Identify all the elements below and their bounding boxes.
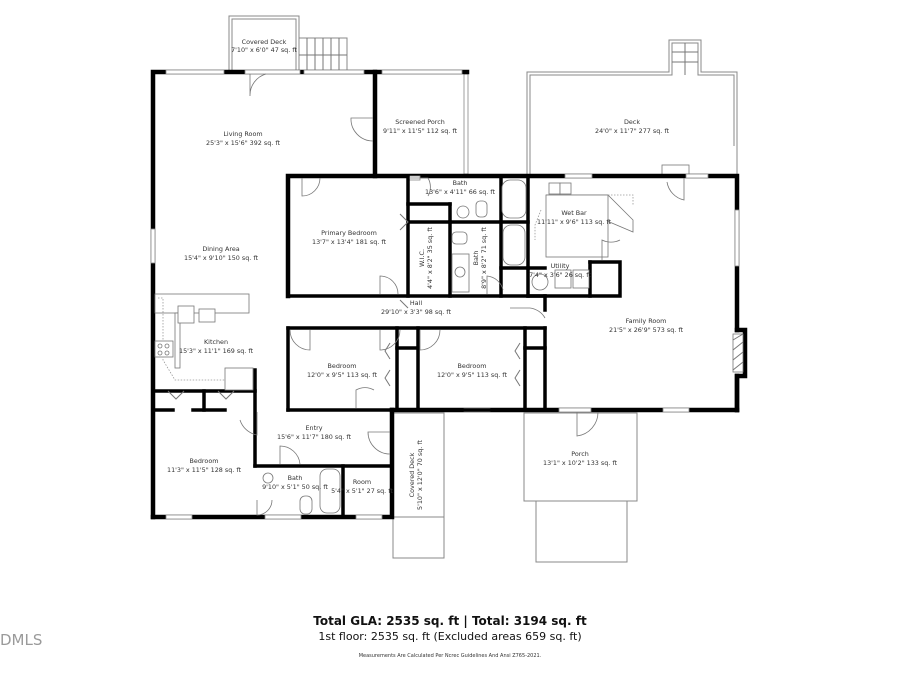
label-covered-deck-top-name: Covered Deck [242, 38, 287, 46]
label-screened-porch-dims: 9'11" x 11'5" 112 sq. ft [383, 127, 457, 135]
label-porch-name: Porch [571, 450, 589, 458]
label-covered-deck-side-dims: 5'10" x 12'0" 70 sq. ft [416, 440, 424, 510]
label-kitchen-name: Kitchen [204, 338, 228, 346]
label-bath-3-dims: 9'10" x 5'1" 50 sq. ft [262, 483, 328, 491]
label-primary-bedroom-name: Primary Bedroom [321, 229, 377, 237]
measurement-disclaimer: Measurements Are Calculated Per Ncrec Gu… [358, 653, 542, 659]
room-labels: Covered Deck 7'10" x 6'0" 47 sq. ft Livi… [167, 38, 683, 510]
label-bedroom-1-dims: 12'0" x 9'5" 113 sq. ft [307, 371, 377, 379]
fixtures [154, 179, 744, 515]
label-entry-name: Entry [305, 424, 322, 432]
label-screened-porch-name: Screened Porch [395, 118, 445, 126]
total-area-summary: Total GLA: 2535 sq. ft | Total: 3194 sq.… [313, 614, 587, 628]
label-living-room-dims: 25'3" x 15'6" 392 sq. ft [206, 139, 280, 147]
label-primary-bedroom-dims: 13'7" x 13'4" 181 sq. ft [312, 238, 386, 246]
label-living-room-name: Living Room [223, 130, 262, 138]
label-bedroom-2-name: Bedroom [458, 362, 487, 370]
label-room-dims: 5'4" x 5'1" 27 sq. ft [331, 487, 393, 495]
label-family-room-name: Family Room [626, 317, 667, 325]
porch-outline [523, 412, 638, 563]
label-bedroom-2-dims: 12'0" x 9'5" 113 sq. ft [437, 371, 507, 379]
label-wic-name: W.I.C. [418, 249, 426, 267]
label-bath-primary-name: Bath [453, 179, 468, 187]
label-bath-3-name: Bath [288, 474, 303, 482]
label-bedroom-1-name: Bedroom [328, 362, 357, 370]
label-room-name: Room [353, 478, 371, 486]
floor-area-summary: 1st floor: 2535 sq. ft (Excluded areas 6… [318, 630, 582, 643]
label-hall-name: Hall [410, 299, 422, 307]
label-bath-2-name: Bath [472, 251, 480, 266]
label-dining-area-dims: 15'4" x 9'10" 150 sq. ft [184, 254, 258, 262]
label-hall-dims: 29'10" x 3'3" 98 sq. ft [381, 308, 451, 316]
label-bedroom-3-name: Bedroom [190, 457, 219, 465]
label-kitchen-dims: 15'3" x 11'1" 169 sq. ft [179, 347, 253, 355]
label-entry-dims: 15'6" x 11'7" 180 sq. ft [277, 433, 351, 441]
doors [167, 73, 685, 516]
label-utility-dims: 7'4" x 3'6" 26 sq. ft [529, 271, 591, 279]
label-wet-bar-dims: 11'11" x 9'6" 113 sq. ft [537, 218, 611, 226]
mls-watermark: DMLS [0, 631, 43, 649]
interior-walls [151, 174, 622, 519]
label-covered-deck-top-dims: 7'10" x 6'0" 47 sq. ft [231, 46, 297, 54]
label-wet-bar-name: Wet Bar [561, 209, 587, 217]
label-deck-dims: 24'0" x 11'7" 277 sq. ft [595, 127, 669, 135]
label-wic-dims: 4'4" x 8'2" 35 sq. ft [426, 227, 434, 289]
deck-outline [526, 39, 738, 177]
label-bedroom-3-dims: 11'3" x 11'5" 128 sq. ft [167, 466, 241, 474]
label-family-room-dims: 21'5" x 26'9" 573 sq. ft [609, 326, 683, 334]
label-bath-primary-dims: 13'6" x 4'11" 66 sq. ft [425, 188, 495, 196]
label-bath-2-dims: 8'9" x 8'2" 71 sq. ft [480, 227, 488, 289]
label-deck-name: Deck [624, 118, 640, 126]
label-covered-deck-side-name: Covered Deck [408, 452, 416, 497]
label-dining-area-name: Dining Area [202, 245, 239, 253]
label-porch-dims: 13'1" x 10'2" 133 sq. ft [543, 459, 617, 467]
screened-porch-outline [463, 73, 469, 175]
label-utility-name: Utility [551, 262, 570, 270]
